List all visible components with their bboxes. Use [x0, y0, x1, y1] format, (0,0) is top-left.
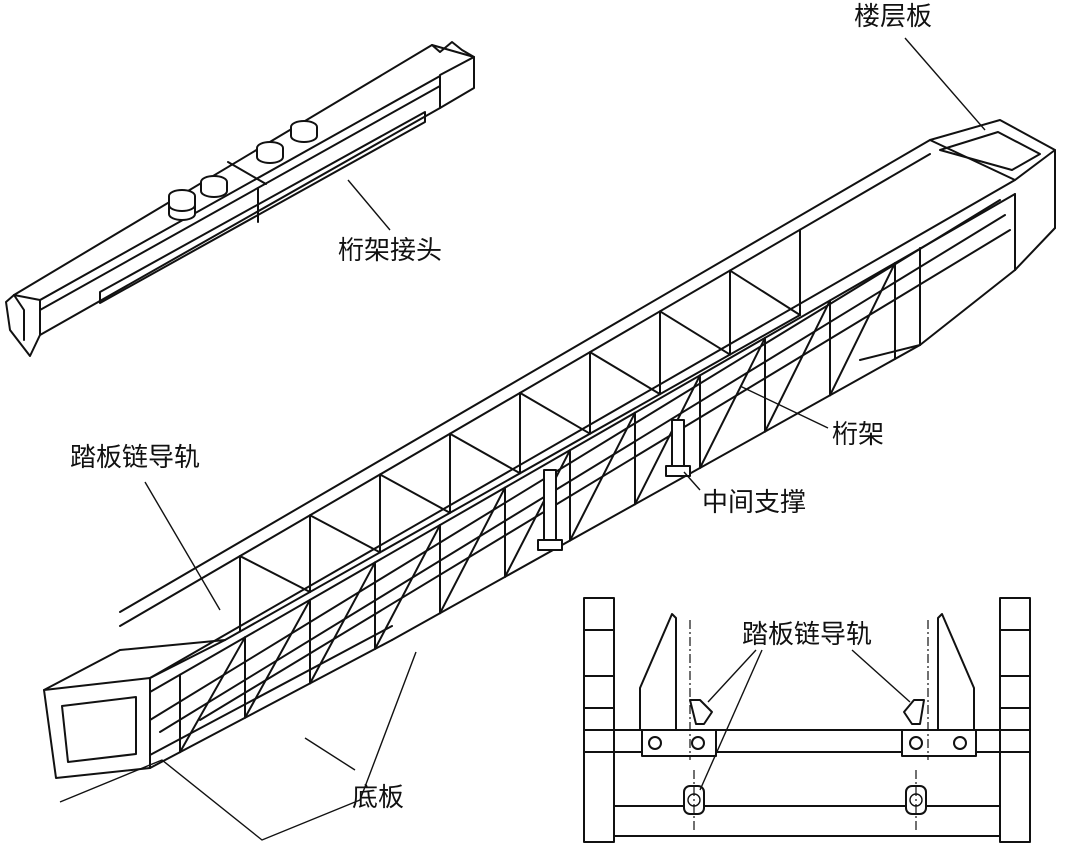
truss-diagonal [309, 561, 376, 685]
bolt-head-4 [290, 120, 318, 143]
detail-cross-section [583, 597, 1031, 843]
label-middle-support: 中间支撑 [702, 488, 807, 518]
middle-support-2 [665, 419, 691, 477]
truss-diagonal [244, 598, 311, 719]
label-floor-plate: 楼层板 [854, 2, 933, 32]
truss-diagonal [569, 411, 636, 542]
truss-diagonal [374, 524, 441, 650]
truss-diagonal [179, 636, 246, 754]
truss-diagonal [504, 449, 571, 578]
label-step-chain-guide: 踏板链导轨 [70, 443, 201, 473]
truss-diagonal [439, 486, 506, 615]
rear-truss-diagonal [449, 432, 521, 475]
bolt-head-3 [256, 141, 284, 164]
bolt-head-1 [168, 189, 196, 221]
rear-truss-diagonal [309, 514, 381, 554]
label-truss: 桁架 [832, 420, 885, 450]
truss-diagonal [764, 299, 831, 433]
truss-diagonal [829, 262, 896, 397]
rear-truss-diagonal [589, 351, 661, 396]
main-truss-drawing [43, 37, 1056, 841]
bolt-head-2 [200, 175, 228, 198]
label-bottom-plate: 底板 [352, 783, 405, 813]
truss-diagonal [634, 374, 701, 506]
label-step-chain-guide-detail: 踏板链导轨 [742, 620, 873, 650]
truss-diagonal [699, 336, 766, 469]
rear-truss-diagonal [729, 269, 801, 316]
rear-truss-diagonal [379, 473, 451, 514]
rear-truss-diagonal [519, 391, 591, 435]
rear-truss-diagonal [239, 555, 311, 593]
label-truss-joint: 桁架接头 [338, 236, 443, 266]
rear-truss-diagonal [659, 310, 731, 356]
truss-joint-drawing [5, 41, 475, 357]
middle-support-1 [537, 469, 563, 551]
